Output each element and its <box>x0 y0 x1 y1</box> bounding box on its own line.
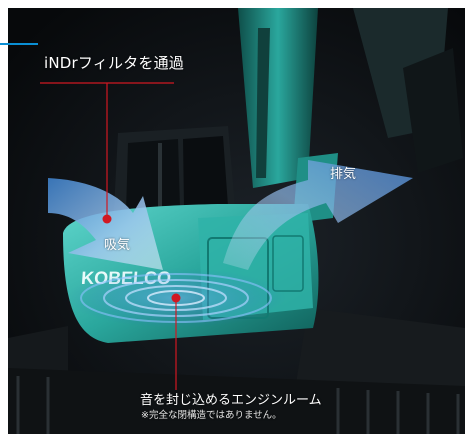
excavator-illustration: KOBELCO <box>8 8 465 434</box>
intake-label: 吸気 <box>104 238 131 253</box>
crawler-tracks <box>8 308 465 434</box>
frame-edge-top <box>0 0 471 8</box>
frame-edge-right <box>465 0 471 437</box>
frame-edge-left <box>0 0 8 437</box>
corner-accent-line <box>0 43 38 45</box>
exhaust-arrow <box>223 160 413 270</box>
frame-edge-bottom <box>0 434 471 437</box>
excavator-scene: KOBELCO <box>8 8 465 434</box>
callout-engine-room <box>171 293 181 390</box>
callout-filter <box>40 82 174 224</box>
disclaimer-note: ※完全な閉構造ではありません。 <box>141 410 282 421</box>
engine-room-label: 音を封じ込めるエンジンルーム <box>140 393 322 408</box>
intake-arrow <box>48 178 163 270</box>
exhaust-label: 排気 <box>330 167 357 182</box>
filter-label: iNDrフィルタを通過 <box>44 54 185 72</box>
